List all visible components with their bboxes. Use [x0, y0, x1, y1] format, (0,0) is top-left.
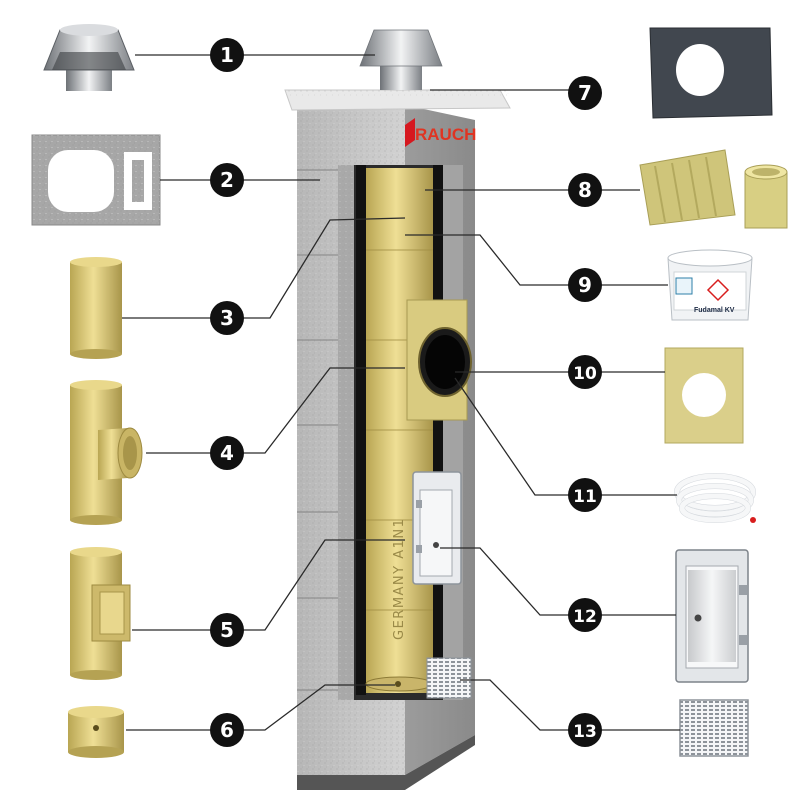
badge-number: 5 [220, 618, 234, 642]
chimney-cutaway: GERMANY A1N1 RAUCH [284, 29, 511, 790]
badge-circle [210, 713, 244, 747]
badge-circle [210, 301, 244, 335]
badge-circle [568, 598, 602, 632]
liner-stamp: GERMANY A1N1 [392, 518, 407, 640]
badge-number: 4 [220, 441, 234, 465]
badge-number: 12 [573, 607, 597, 627]
callout-badge-12: 12 [568, 598, 602, 632]
part-rain-cap [43, 24, 135, 91]
cleanout-door [412, 471, 462, 585]
callout-badge-13: 13 [568, 713, 602, 747]
badge-number: 10 [573, 364, 597, 384]
callout-badge-5: 5 [210, 613, 244, 647]
badge-number: 13 [573, 722, 597, 742]
badge-number: 8 [578, 178, 592, 202]
leader-lines [122, 54, 680, 731]
vent-grille [426, 657, 472, 699]
badge-number: 7 [578, 81, 592, 105]
callout-badge-4: 4 [210, 436, 244, 470]
part-sealing-rope [674, 473, 756, 523]
badge-circle [210, 613, 244, 647]
callout-badge-6: 6 [210, 713, 244, 747]
part-adhesive-bucket: Fudamal KV [667, 249, 753, 321]
badge-circle [568, 173, 602, 207]
callout-badge-2: 2 [210, 163, 244, 197]
callout-badge-1: 1 [210, 38, 244, 72]
rauch-logo: RAUCH [405, 118, 476, 147]
callout-badge-7: 7 [568, 76, 602, 110]
part-cleanout-door [675, 549, 749, 683]
callout-badge-10: 10 [568, 355, 602, 389]
part-liner-pipe [70, 257, 122, 359]
badge-circle [568, 76, 602, 110]
part-condensate-base [68, 706, 124, 758]
badge-circle [210, 163, 244, 197]
badge-circle [210, 38, 244, 72]
badge-number: 9 [578, 273, 592, 297]
insulation-layer [356, 165, 366, 695]
logo-text: RAUCH [415, 125, 476, 144]
callout-badge-11: 11 [568, 478, 602, 512]
badge-number: 11 [573, 487, 597, 507]
badge-circle [568, 268, 602, 302]
badge-circle [210, 436, 244, 470]
badge-number: 3 [220, 306, 234, 330]
part-concrete-block [31, 134, 161, 226]
badge-number: 1 [220, 43, 234, 67]
callout-badge-8: 8 [568, 173, 602, 207]
part-tee-branch [70, 380, 143, 525]
callout-badge-9: 9 [568, 268, 602, 302]
badge-number: 2 [220, 168, 234, 192]
bucket-label: Fudamal KV [694, 307, 735, 314]
callout-badge-3: 3 [210, 301, 244, 335]
badge-circle [568, 478, 602, 512]
part-cleanout-tee [70, 547, 131, 680]
badge-circle [568, 713, 602, 747]
part-vent-grille [679, 699, 749, 757]
badge-circle [568, 355, 602, 389]
part-mineral-wool [639, 149, 788, 229]
part-insulation-plate [664, 347, 744, 444]
part-flashing-plate [649, 27, 773, 119]
badge-number: 6 [220, 718, 234, 742]
